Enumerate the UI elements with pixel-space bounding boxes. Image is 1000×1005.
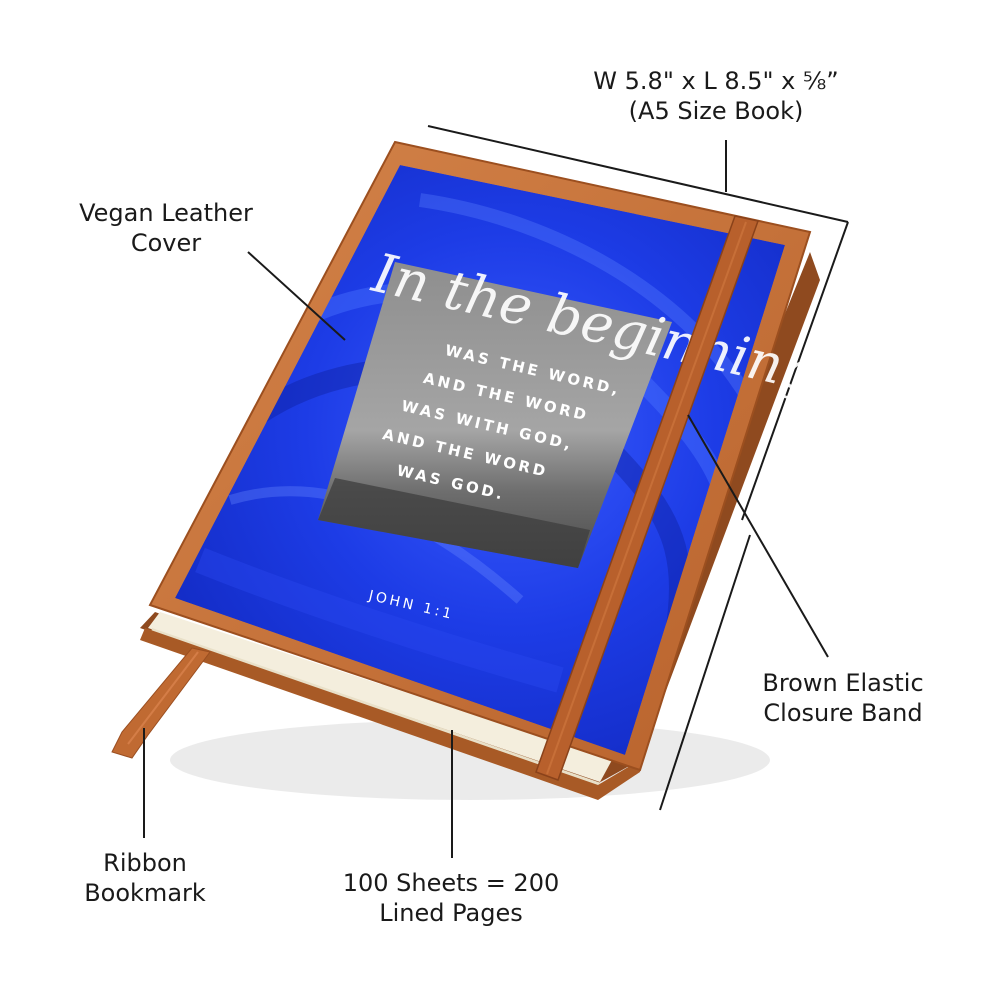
pages-label-line2: Lined Pages bbox=[379, 899, 523, 927]
cover-label-line2: Cover bbox=[130, 229, 202, 257]
page-block bbox=[148, 612, 612, 782]
cover-label-line1: Vegan Leather bbox=[79, 199, 253, 227]
pages-callout: 100 Sheets = 200 Lined Pages bbox=[326, 868, 576, 928]
ribbon-label-line2: Bookmark bbox=[84, 879, 206, 907]
ribbon-label-line1: Ribbon bbox=[103, 849, 187, 877]
notebook: In the beginning WAS THE WORD, AND THE W… bbox=[111, 140, 823, 800]
pages-label-line1: 100 Sheets = 200 bbox=[342, 869, 560, 897]
band-label-line1: Brown Elastic bbox=[762, 669, 924, 697]
dimensions-label: W 5.8" x L 8.5" x ⅝” bbox=[593, 67, 839, 95]
verse-panel bbox=[318, 262, 672, 568]
ribbon-bookmark bbox=[111, 647, 211, 759]
band-label-line2: Closure Band bbox=[763, 699, 923, 727]
pointer-lines bbox=[143, 251, 829, 858]
cover-callout: Vegan Leather Cover bbox=[56, 198, 276, 258]
band-callout: Brown Elastic Closure Band bbox=[738, 668, 948, 728]
dimensions-callout: W 5.8" x L 8.5" x ⅝” (A5 Size Book) bbox=[586, 66, 846, 126]
ribbon-callout: Ribbon Bookmark bbox=[60, 848, 230, 908]
dimensions-sublabel: (A5 Size Book) bbox=[628, 97, 804, 125]
dimension-lines bbox=[427, 125, 849, 811]
